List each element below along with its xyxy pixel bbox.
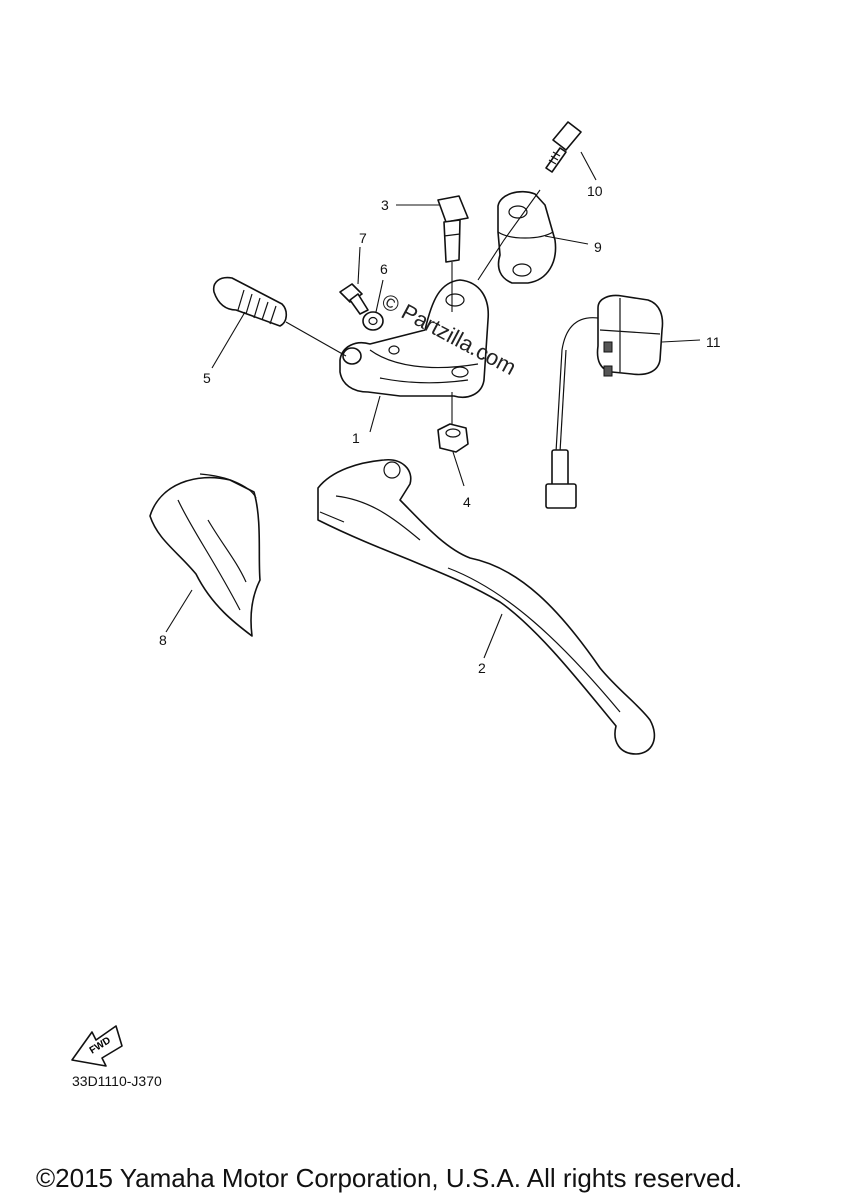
part-7-screw — [339, 283, 369, 315]
fwd-arrow-icon: FWD — [71, 1025, 123, 1067]
part-5-adjuster — [212, 276, 288, 327]
part-3-bolt — [437, 195, 469, 263]
part-9-holder-cap — [497, 190, 557, 284]
part-11-clutch-switch — [545, 294, 664, 509]
part-4-nut — [437, 423, 469, 453]
part-10-bolt — [545, 121, 582, 173]
part-8-lever-cover — [149, 473, 261, 637]
drawing-code: 33D1110-J370 — [72, 1073, 162, 1089]
callout-4: 4 — [463, 494, 471, 510]
part-6-washer — [362, 311, 384, 331]
callout-9: 9 — [594, 239, 602, 255]
callout-1: 1 — [352, 430, 360, 446]
copyright-notice: ©2015 Yamaha Motor Corporation, U.S.A. A… — [36, 1163, 743, 1193]
callout-3: 3 — [381, 197, 389, 213]
callout-2: 2 — [478, 660, 486, 676]
callout-10: 10 — [587, 183, 603, 199]
callout-8: 8 — [159, 632, 167, 648]
callout-5: 5 — [203, 370, 211, 386]
callout-7: 7 — [359, 230, 367, 246]
part-1-lever-holder — [339, 279, 489, 398]
part-2-clutch-lever — [317, 459, 656, 755]
callout-11: 11 — [706, 334, 721, 350]
callout-labels: 1 2 3 4 5 6 7 8 9 10 11 — [159, 183, 721, 676]
leader-lines — [165, 151, 701, 659]
callout-6: 6 — [380, 261, 388, 277]
